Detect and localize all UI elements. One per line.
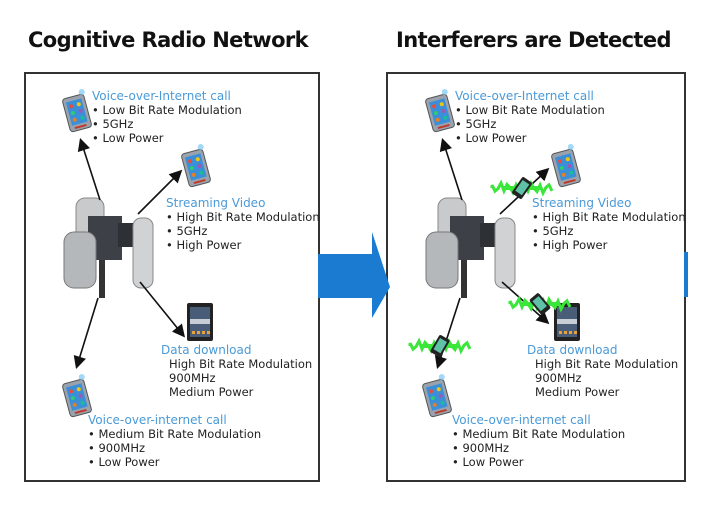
- spec: 900MHz: [452, 441, 625, 455]
- interferer-signal: [490, 177, 554, 199]
- spec: 900MHz: [535, 371, 582, 385]
- spec: High Power: [166, 238, 320, 252]
- device-name: Streaming Video: [166, 196, 266, 210]
- antenna-base-station-icon: [425, 197, 516, 298]
- spec: 5GHz: [166, 224, 320, 238]
- device-label: Voice-over-Internet call Low Bit Rate Mo…: [92, 89, 242, 145]
- spec: 900MHz: [88, 441, 261, 455]
- device-name: Data download: [527, 343, 618, 357]
- spec: Low Power: [452, 455, 625, 469]
- spec: Medium Power: [169, 385, 254, 399]
- spec: High Bit Rate Modulation: [166, 210, 319, 224]
- link-arrow: [73, 297, 99, 370]
- spec: High Bit Rate Modulation: [532, 210, 685, 224]
- phone-icon: [422, 374, 452, 418]
- interferer-signal: [408, 335, 472, 357]
- spec: Low Bit Rate Modulation: [455, 103, 604, 117]
- panel-title-left: Cognitive Radio Network: [28, 28, 309, 52]
- link-arrow: [439, 137, 463, 201]
- link-arrow: [139, 281, 186, 338]
- antenna-base-station-icon: [63, 197, 154, 298]
- device-label: Voice-over-internet call Medium Bit Rate…: [88, 413, 261, 469]
- device-name: Voice-over-Internet call: [455, 89, 594, 103]
- tablet-icon: [554, 303, 580, 341]
- phone-icon: [551, 144, 581, 188]
- spec: 5GHz: [455, 117, 605, 131]
- interferer-signal: [508, 293, 572, 315]
- phone-icon: [62, 89, 92, 133]
- device-label: Streaming Video High Bit Rate Modulation…: [532, 196, 686, 252]
- link-arrow: [434, 297, 461, 370]
- spec: Medium Bit Rate Modulation: [88, 427, 261, 441]
- spec: 5GHz: [532, 224, 686, 238]
- device-label: Voice-over-internet call Medium Bit Rate…: [452, 413, 625, 469]
- phone-icon: [425, 89, 455, 133]
- link-arrow: [77, 137, 101, 201]
- spec: High Bit Rate Modulation: [169, 357, 313, 371]
- spec: Low Power: [92, 131, 242, 145]
- device-label: Streaming Video High Bit Rate Modulation…: [166, 196, 320, 252]
- spec: Medium Power: [535, 385, 620, 399]
- device-name: Streaming Video: [532, 196, 632, 210]
- spec: 5GHz: [92, 117, 242, 131]
- phone-icon: [181, 144, 211, 188]
- device-name: Voice-over-internet call: [452, 413, 591, 427]
- spec: Medium Bit Rate Modulation: [452, 427, 625, 441]
- panel-title-right: Interferers are Detected: [396, 28, 672, 52]
- spec: Low Power: [88, 455, 261, 469]
- link-arrow: [137, 169, 183, 215]
- phone-icon: [62, 374, 92, 418]
- device-name: Voice-over-Internet call: [92, 89, 231, 103]
- spec: High Bit Rate Modulation: [535, 357, 679, 371]
- spec: 900MHz: [169, 371, 216, 385]
- spec: Low Bit Rate Modulation: [92, 103, 241, 117]
- device-name: Data download: [161, 343, 252, 357]
- spec: High Power: [532, 238, 686, 252]
- tablet-icon: [187, 303, 213, 341]
- device-label: Voice-over-Internet call Low Bit Rate Mo…: [455, 89, 605, 145]
- spec: Low Power: [455, 131, 605, 145]
- device-name: Voice-over-internet call: [88, 413, 227, 427]
